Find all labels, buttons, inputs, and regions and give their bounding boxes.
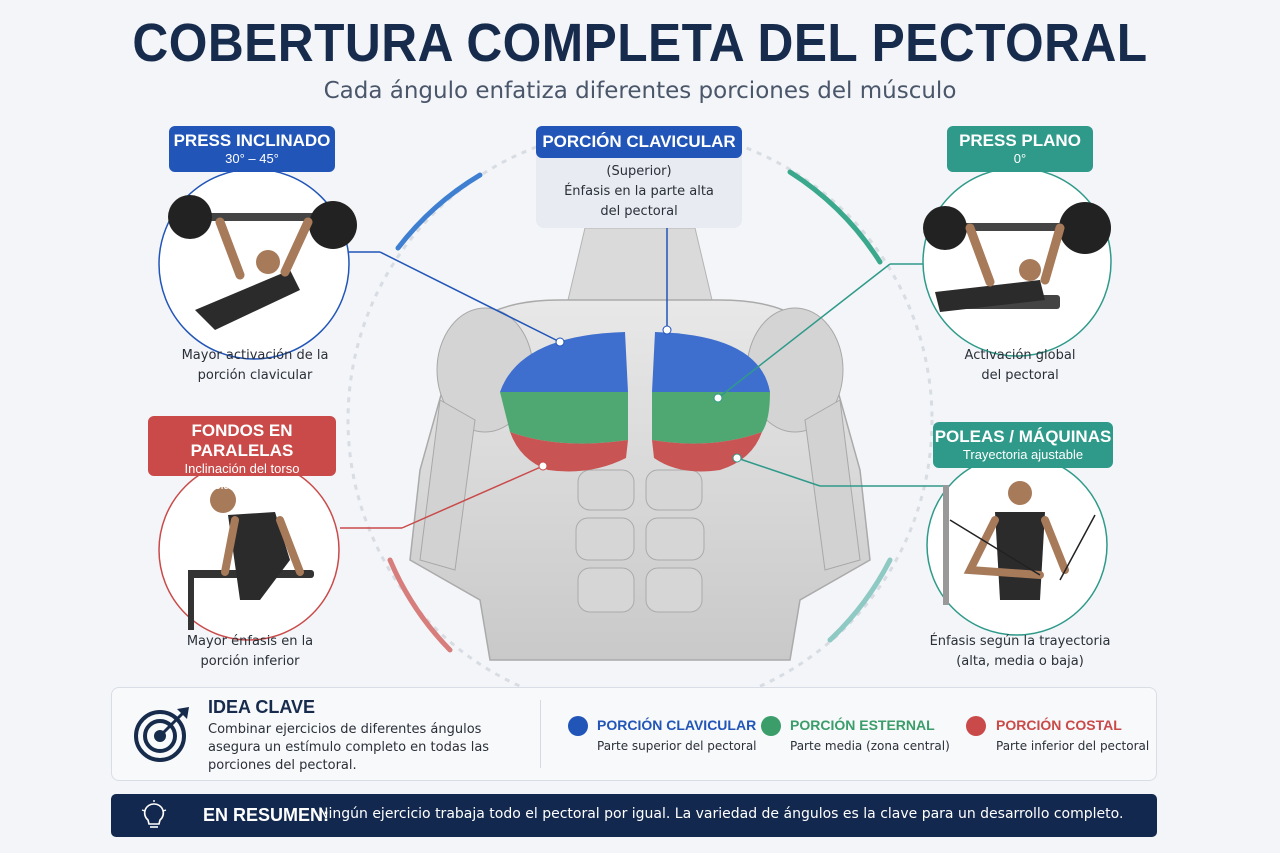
key-idea-line-2: asegura un estímulo completo en todas la… bbox=[208, 740, 490, 755]
legend-dot-clavicular bbox=[568, 716, 588, 736]
clavicular-line-1: Énfasis en la parte alta bbox=[564, 184, 714, 199]
arc-teal bbox=[787, 169, 883, 265]
cables-label: POLEAS / MÁQUINAS Trayectoria ajustable bbox=[933, 422, 1113, 468]
legend-title-costal: PORCIÓN COSTAL bbox=[996, 717, 1122, 733]
target-icon bbox=[134, 707, 189, 762]
cables-image bbox=[926, 454, 1108, 636]
flat-angle: 0° bbox=[1013, 151, 1027, 166]
summary-bar bbox=[111, 794, 1157, 837]
legend-desc-esternal: Parte media (zona central) bbox=[790, 739, 950, 753]
divider bbox=[540, 700, 541, 768]
key-idea-line-1: Combinar ejercicios de diferentes ángulo… bbox=[208, 722, 482, 737]
page-subtitle: Cada ángulo enfatiza diferentes porcione… bbox=[323, 78, 957, 104]
incline-title: PRESS INCLINADO bbox=[173, 131, 331, 150]
dips-title: FONDOS EN PARALELAS bbox=[190, 421, 294, 460]
dips-caption: Mayor énfasis en la porción inferior bbox=[155, 632, 345, 672]
summary-text: Ningún ejercicio trabaja todo el pectora… bbox=[318, 806, 1124, 822]
cables-caption-1: Énfasis según la trayectoria bbox=[929, 634, 1111, 649]
dips-caption-1: Mayor énfasis en la bbox=[186, 634, 314, 649]
incline-angle: 30° – 45° bbox=[225, 151, 279, 166]
key-idea-line-3: porciones del pectoral. bbox=[208, 758, 357, 773]
legend-dot-esternal bbox=[761, 716, 781, 736]
arc-blue bbox=[395, 172, 483, 251]
cables-caption: Énfasis según la trayectoria (alta, medi… bbox=[910, 632, 1130, 672]
key-idea-panel bbox=[111, 687, 1157, 781]
incline-press-label: PRESS INCLINADO 30° – 45° bbox=[169, 126, 335, 172]
cables-detail: Trayectoria ajustable bbox=[962, 447, 1084, 462]
cables-caption-2: (alta, media o baja) bbox=[956, 654, 1084, 669]
legend-dot-costal bbox=[966, 716, 986, 736]
clavicular-sub: (Superior) bbox=[606, 164, 672, 179]
key-idea-text: Combinar ejercicios de diferentes ángulo… bbox=[208, 721, 508, 775]
key-idea-title: IDEA CLAVE bbox=[208, 697, 316, 717]
torso-illustration bbox=[409, 227, 871, 661]
flat-press-label: PRESS PLANO 0° bbox=[947, 126, 1093, 172]
legend-desc-clavicular: Parte superior del pectoral bbox=[597, 739, 757, 753]
incline-caption-2: porción clavicular bbox=[197, 368, 313, 383]
dips-label: FONDOS EN PARALELAS Inclinación del tors… bbox=[148, 416, 336, 492]
legend-title-clavicular: PORCIÓN CLAVICULAR bbox=[597, 717, 757, 733]
legend-desc-costal: Parte inferior del pectoral bbox=[996, 739, 1150, 753]
flat-title: PRESS PLANO bbox=[959, 131, 1081, 150]
incline-caption: Mayor activación de la porción clavicula… bbox=[160, 346, 350, 386]
clavicular-line-2: del pectoral bbox=[600, 204, 678, 219]
dips-detail-2: hacia adelante bbox=[199, 477, 285, 492]
summary-label: EN RESUMEN: bbox=[203, 805, 330, 825]
dips-detail-1: Inclinación del torso bbox=[184, 461, 300, 476]
lightbulb-icon bbox=[141, 800, 167, 828]
incline-press-image bbox=[158, 168, 357, 360]
dips-caption-2: porción inferior bbox=[200, 654, 300, 669]
flat-caption-1: Activación global bbox=[964, 348, 1076, 363]
flat-caption-2: del pectoral bbox=[981, 368, 1059, 383]
arc-lightteal bbox=[827, 557, 893, 643]
flat-caption: Activación global del pectoral bbox=[920, 346, 1120, 386]
flat-press-image bbox=[922, 167, 1112, 357]
incline-caption-1: Mayor activación de la bbox=[181, 348, 329, 363]
cables-title: POLEAS / MÁQUINAS bbox=[934, 427, 1112, 446]
dips-image bbox=[158, 459, 340, 641]
clavicular-description: (Superior) Énfasis en la parte alta del … bbox=[536, 162, 742, 222]
page-title: COBERTURA COMPLETA DEL PECTORAL bbox=[132, 13, 1148, 73]
legend-title-esternal: PORCIÓN ESTERNAL bbox=[790, 717, 935, 733]
clavicular-label: PORCIÓN CLAVICULAR bbox=[536, 126, 742, 158]
arc-red bbox=[387, 557, 453, 653]
